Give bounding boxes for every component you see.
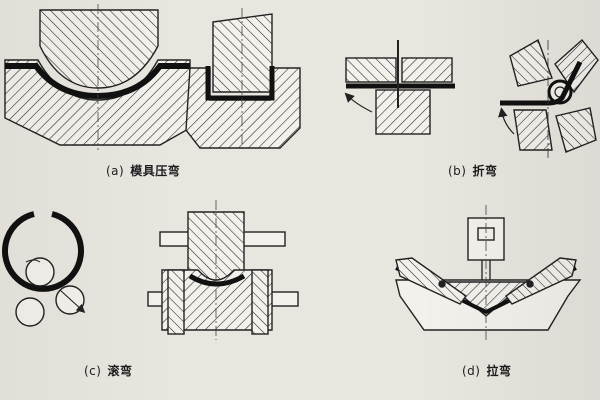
bent-sheet-a2 <box>205 66 275 101</box>
u-punch <box>212 13 273 93</box>
section-flange-left <box>167 269 185 335</box>
fold-lower-beam-1 <box>375 89 431 135</box>
fold-upper-blade-1 <box>401 57 453 83</box>
caption-d-label: (d) <box>462 364 481 378</box>
panel-c-roll-bending <box>2 200 299 340</box>
fold-lower-beam-2b <box>555 107 597 153</box>
fold-upper-clamp-2 <box>509 38 553 87</box>
jaw-left <box>395 257 467 305</box>
fold-lower-beam-2a <box>513 109 553 151</box>
section-profile <box>188 273 246 287</box>
caption-d: (d) 拉弯 <box>462 362 512 379</box>
rotation-arrow-2 <box>498 107 515 135</box>
panel-a-die-bending <box>4 4 301 152</box>
v-punch <box>39 9 159 89</box>
jaw-pin-left <box>438 280 446 288</box>
caption-a-title: 模具压弯 <box>130 164 181 178</box>
roller-rotation <box>25 259 41 263</box>
caption-b: (b) 折弯 <box>448 162 498 179</box>
caption-b-label: (b) <box>448 164 467 178</box>
caption-b-title: 折弯 <box>472 164 498 178</box>
roller-left <box>15 297 45 327</box>
caption-a: (a) 模具压弯 <box>106 162 180 179</box>
section-roller-bottom <box>161 269 273 331</box>
roller-top <box>25 257 55 287</box>
caption-d-title: 拉弯 <box>486 364 512 378</box>
caption-c: (c) 滚弯 <box>84 362 132 379</box>
rolled-ring <box>2 211 84 292</box>
roller-arrow <box>59 289 86 313</box>
jaw-right <box>505 257 577 305</box>
fold-upper-clamp-1 <box>345 57 397 83</box>
caption-c-title: 滚弯 <box>107 364 133 378</box>
panel-b-fold-bending <box>344 38 599 160</box>
caption-c-label: (c) <box>84 364 102 378</box>
rotation-arrow-1 <box>344 92 373 113</box>
section-flange-right <box>251 269 269 335</box>
jaw-pin-right <box>526 280 534 288</box>
panel-d-stretch-bending <box>395 205 582 340</box>
caption-a-label: (a) <box>106 164 125 178</box>
